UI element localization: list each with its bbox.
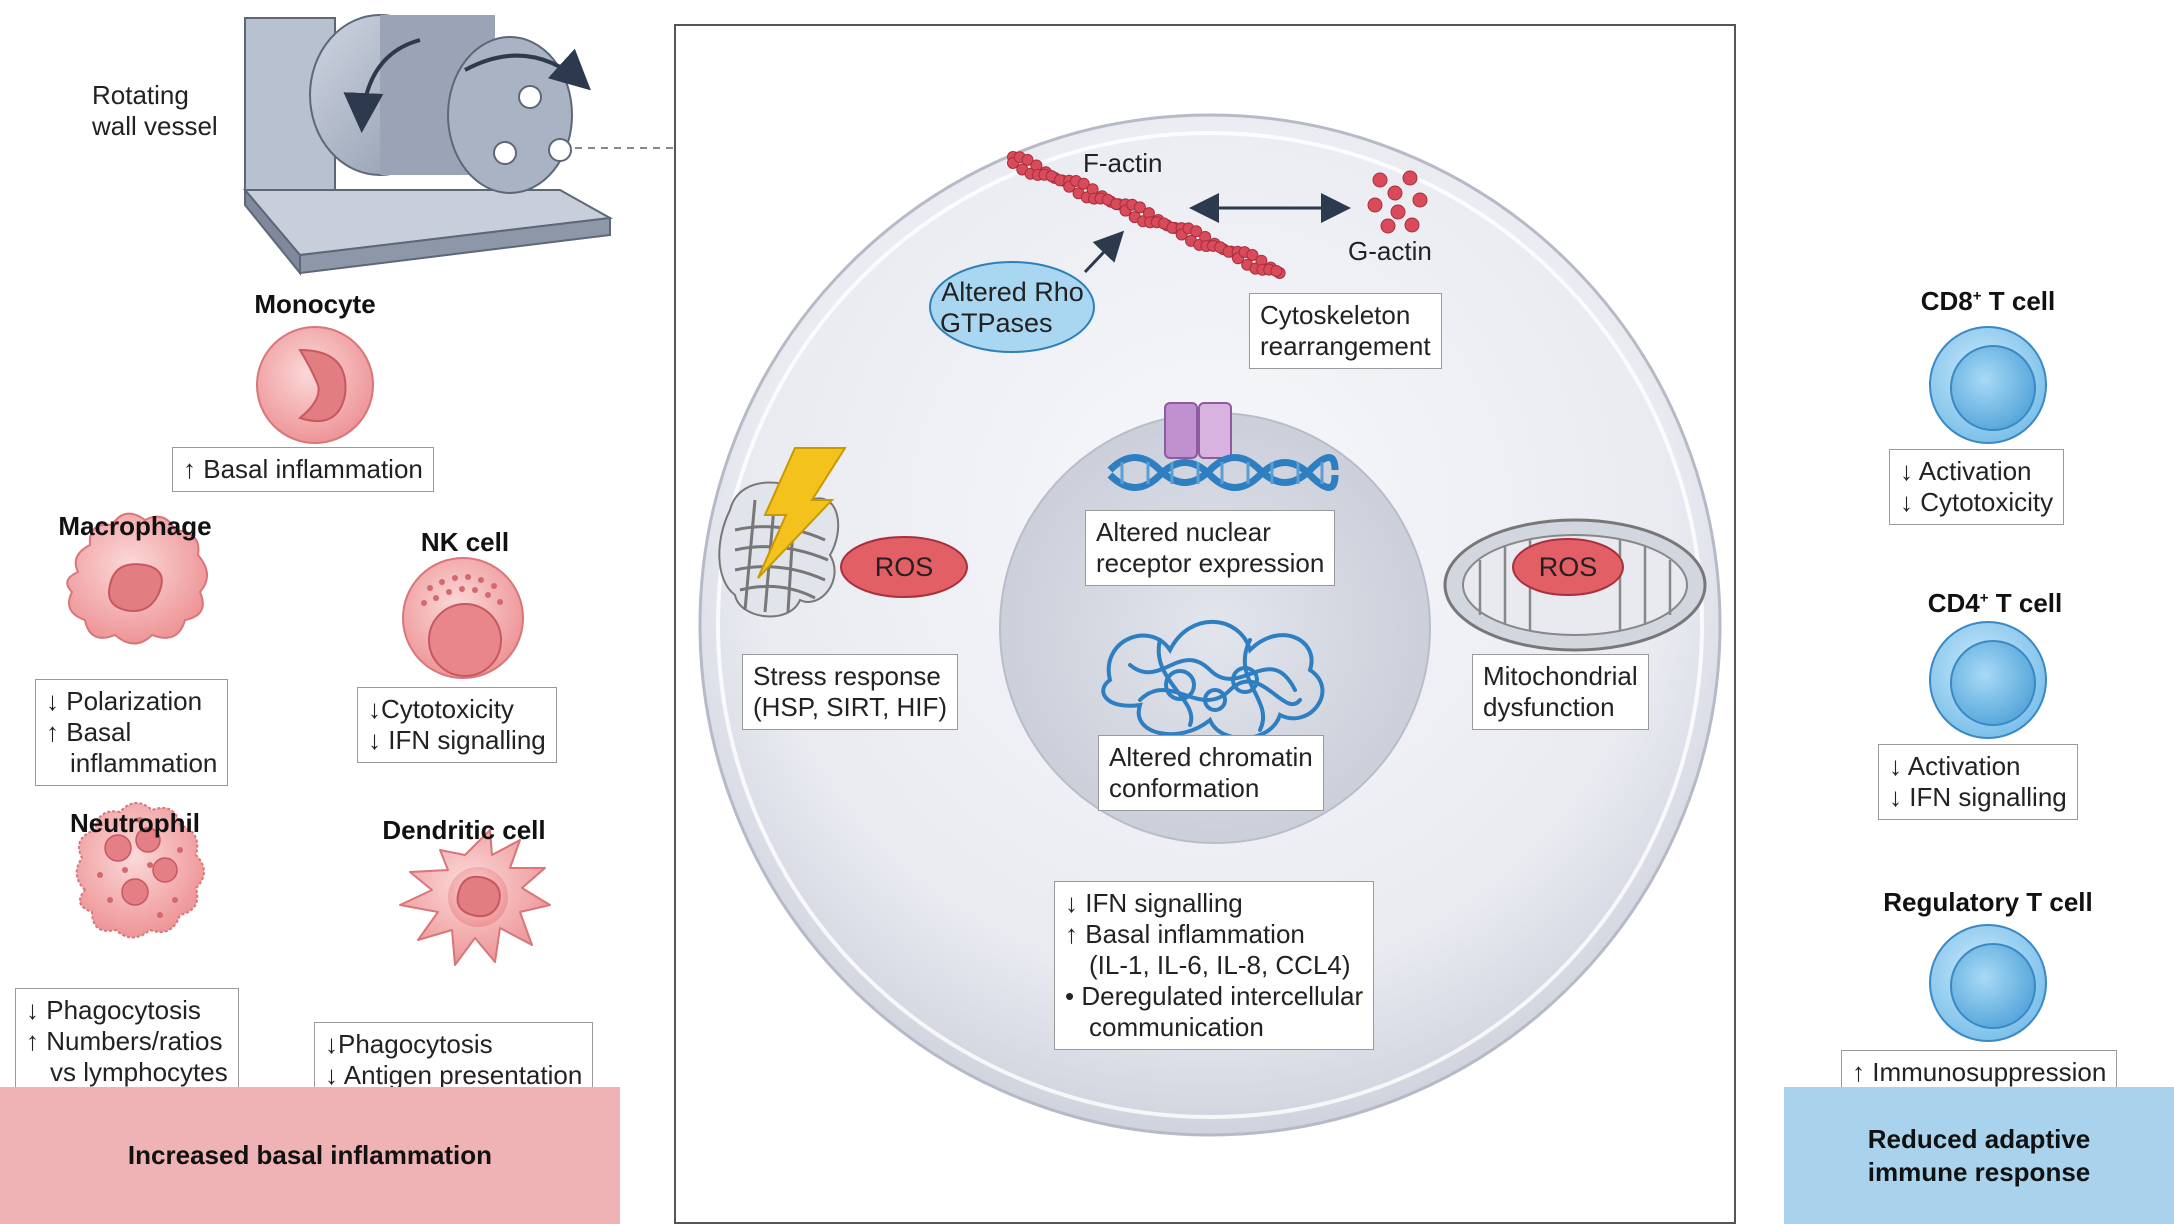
mitochondrial-dysfunction-box: Mitochondrial dysfunction bbox=[1472, 654, 1649, 730]
right-banner-line2: immune response bbox=[1867, 1156, 2091, 1187]
effect-line: • Deregulated intercellular bbox=[1065, 981, 1364, 1011]
rotating-wall-vessel-icon bbox=[242, 14, 614, 276]
cd8-title-prefix: CD8 bbox=[1920, 286, 1973, 316]
mito-line1: Mitochondrial bbox=[1483, 661, 1638, 691]
increased-basal-inflammation-banner: Increased basal inflammation bbox=[0, 1087, 620, 1224]
center-effects-box: ↓ IFN signalling ↑ Basal inflammation (I… bbox=[1054, 881, 1375, 1050]
center-panel-frame bbox=[674, 24, 1736, 1224]
cd8-t-cell-title: CD8+ T cell bbox=[1888, 286, 2088, 317]
nk-cell-icon bbox=[402, 557, 524, 679]
effect-line: ↓ IFN signalling bbox=[368, 725, 546, 755]
effect-line: ↓ Cytotoxicity bbox=[1900, 487, 2054, 517]
lightning-bolt-icon bbox=[757, 447, 847, 579]
rho-line2: GTPases bbox=[940, 308, 1053, 338]
nuclear-line2: receptor expression bbox=[1096, 548, 1325, 578]
cd8-title-suffix: T cell bbox=[1981, 286, 2056, 316]
effect-line: ↑ Basal inflammation bbox=[183, 454, 423, 484]
chromatin-box: Altered chromatin conformation bbox=[1098, 735, 1324, 811]
cd4-title-sup: + bbox=[1979, 589, 1989, 607]
effect-line: ↑ Basal inflammation bbox=[1065, 919, 1305, 949]
effect-line: (IL-1, IL-6, IL-8, CCL4) bbox=[1089, 950, 1351, 980]
reduced-adaptive-immune-response-banner: Reduced adaptive immune response bbox=[1784, 1087, 2174, 1224]
cd8-t-cell-icon bbox=[1929, 326, 2047, 444]
cytoskeleton-line2: rearrangement bbox=[1260, 331, 1431, 361]
device-label: Rotating wall vessel bbox=[92, 80, 218, 142]
dendritic-cell-effects-box: ↓Phagocytosis ↓ Antigen presentation bbox=[314, 1022, 594, 1098]
nk-cell-effects-box: ↓Cytotoxicity ↓ IFN signalling bbox=[357, 687, 557, 763]
effect-line: ↓ Activation bbox=[1889, 751, 2021, 781]
ros-left-ellipse bbox=[840, 536, 968, 598]
effect-line: inflammation bbox=[70, 748, 218, 778]
nuclear-receptor-box: Altered nuclear receptor expression bbox=[1085, 510, 1336, 586]
monocyte-icon bbox=[256, 326, 374, 444]
cytoskeleton-line1: Cytoskeleton bbox=[1260, 300, 1411, 330]
dendritic-cell-title: Dendritic cell bbox=[382, 815, 546, 845]
actin-bead bbox=[1133, 201, 1146, 214]
effect-line: ↓ Activation bbox=[1900, 456, 2032, 486]
ros-right-ellipse bbox=[1512, 538, 1624, 596]
cd8-title-sup: + bbox=[1972, 287, 1982, 305]
cd4-effects-box: ↓ Activation ↓ IFN signalling bbox=[1878, 744, 2078, 820]
macrophage-title: Macrophage bbox=[58, 511, 212, 541]
cd4-title-suffix: T cell bbox=[1988, 588, 2063, 618]
nuclear-receptor-icon bbox=[1164, 402, 1232, 459]
g-actin-label: G-actin bbox=[1348, 236, 1432, 266]
chromatin-line1: Altered chromatin bbox=[1109, 742, 1313, 772]
cytoskeleton-box: Cytoskeleton rearrangement bbox=[1249, 293, 1442, 369]
chromatin-icon bbox=[1101, 619, 1325, 741]
stress-line2: (HSP, SIRT, HIF) bbox=[753, 692, 948, 722]
cd4-t-cell-icon bbox=[1929, 621, 2047, 739]
cd4-title-prefix: CD4 bbox=[1927, 588, 1980, 618]
effect-line: vs lymphocytes bbox=[50, 1057, 228, 1087]
ros-left-label: ROS bbox=[874, 551, 934, 582]
nk-cell-title: NK cell bbox=[420, 527, 510, 557]
macrophage-icon bbox=[66, 512, 208, 645]
dendritic-cell-icon bbox=[399, 829, 551, 966]
rho-gtpases-label: Altered Rho GTPases bbox=[930, 276, 1095, 340]
rho-to-actin-arrow bbox=[1083, 230, 1125, 274]
actin-bead bbox=[1246, 249, 1259, 261]
actin-bead bbox=[1190, 225, 1203, 238]
cd8-effects-box: ↓ Activation ↓ Cytotoxicity bbox=[1889, 449, 2065, 525]
device-label-line2: wall vessel bbox=[92, 111, 218, 141]
stress-line1: Stress response bbox=[753, 661, 941, 691]
effect-line: ↓ Antigen presentation bbox=[325, 1060, 583, 1090]
effect-line: ↑ Immunosuppression bbox=[1852, 1057, 2107, 1087]
macrophage-effects-box: ↓ Polarization ↑ Basal inflammation bbox=[35, 679, 229, 786]
effect-line: ↑ Basal bbox=[46, 717, 132, 747]
cd4-t-cell-title: CD4+ T cell bbox=[1895, 588, 2095, 619]
monocyte-effects-box: ↑ Basal inflammation bbox=[172, 447, 434, 492]
right-banner-line1: Reduced adaptive bbox=[1867, 1123, 2091, 1154]
effect-line: ↓ Polarization bbox=[46, 686, 203, 716]
effect-line: ↓ IFN signalling bbox=[1889, 782, 2067, 812]
effect-line: ↓ Phagocytosis bbox=[26, 995, 201, 1025]
g-actin-monomers-icon bbox=[1367, 170, 1428, 234]
actin-bead bbox=[1270, 265, 1283, 277]
rho-line1: Altered Rho bbox=[941, 277, 1084, 307]
dna-helix-icon bbox=[1107, 454, 1339, 491]
actin-bead bbox=[1021, 153, 1034, 166]
mito-line2: dysfunction bbox=[1483, 692, 1615, 722]
regulatory-t-cell-title: Regulatory T cell bbox=[1883, 887, 2093, 917]
monocyte-title: Monocyte bbox=[254, 289, 376, 319]
rho-gtpases-ellipse bbox=[929, 261, 1095, 353]
f-actin-label: F-actin bbox=[1083, 148, 1163, 178]
effect-line: ↓Cytotoxicity bbox=[368, 694, 514, 724]
f-actin-filament-icon bbox=[1007, 151, 1286, 279]
actin-bead bbox=[1077, 177, 1090, 190]
nuclear-line1: Altered nuclear bbox=[1096, 517, 1271, 547]
chromatin-line2: conformation bbox=[1109, 773, 1260, 803]
neutrophil-title: Neutrophil bbox=[70, 808, 200, 838]
stress-response-box: Stress response (HSP, SIRT, HIF) bbox=[742, 654, 959, 730]
effect-line: ↓ IFN signalling bbox=[1065, 888, 1243, 918]
effect-line: ↓Phagocytosis bbox=[325, 1029, 493, 1059]
effect-line: communication bbox=[1089, 1012, 1264, 1042]
regulatory-t-cell-icon bbox=[1929, 924, 2047, 1042]
ros-right-label: ROS bbox=[1538, 551, 1598, 582]
effect-line: ↑ Numbers/ratios bbox=[26, 1026, 223, 1056]
neutrophil-effects-box: ↓ Phagocytosis ↑ Numbers/ratios vs lymph… bbox=[15, 988, 239, 1095]
device-label-line1: Rotating bbox=[92, 80, 189, 110]
neutrophil-icon bbox=[75, 802, 205, 939]
